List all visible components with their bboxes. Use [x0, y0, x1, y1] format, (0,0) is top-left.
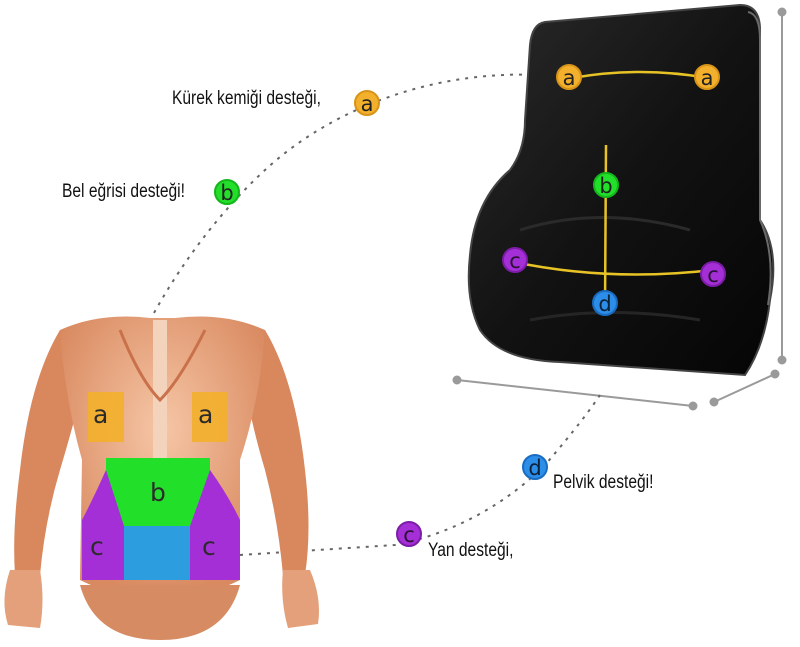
zone-a-left-label: a — [93, 400, 109, 429]
connector-badge-b: b — [214, 179, 240, 205]
dashed-connector — [144, 73, 541, 331]
connector-badge-a: a — [354, 90, 380, 116]
cushion-badge-a-left: a — [556, 64, 582, 90]
caption-pelvic-support: Pelvik desteği! — [553, 472, 654, 493]
zone-c-left-label: c — [90, 532, 104, 561]
zone-a-right-label: a — [198, 400, 214, 429]
zone-d — [124, 526, 190, 580]
vertical-support-line — [603, 144, 608, 309]
caption-lumbar-support: Bel eğrisi desteği! — [62, 181, 185, 202]
caption-side-support: Yan desteği, — [428, 540, 514, 561]
cushion-badge-a-right: a — [694, 64, 720, 90]
cushion-badge-d: d — [592, 290, 618, 316]
dimension-lines — [452, 7, 787, 411]
connector-badge-c: c — [396, 521, 422, 547]
zone-b — [106, 458, 210, 526]
caption-scapula-support: Kürek kemiği desteği, — [172, 88, 321, 109]
connector-badge-d: d — [522, 454, 548, 480]
zone-a-left — [88, 392, 124, 442]
shoulder-support-line — [571, 70, 709, 80]
zone-c-right-label: c — [202, 532, 216, 561]
zone-c-left — [82, 470, 124, 580]
cushion-badge-b: b — [593, 172, 619, 198]
zone-c-right — [190, 470, 240, 580]
zone-a-right — [192, 392, 228, 442]
zone-b-label: b — [150, 478, 166, 507]
cushion-badge-c-left: c — [502, 247, 528, 273]
cushion-badge-c-right: c — [700, 261, 726, 287]
lumbar-cushion — [467, 3, 775, 377]
human-back-figure — [4, 316, 319, 640]
side-support-line — [513, 260, 714, 276]
